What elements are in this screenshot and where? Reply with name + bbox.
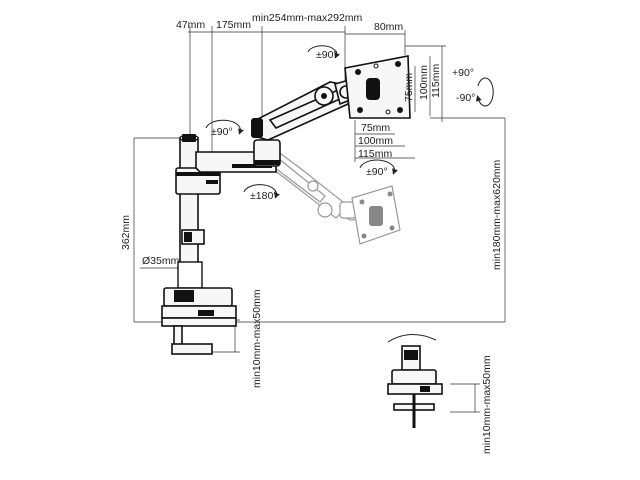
- label-total-height: 362mm: [120, 215, 132, 250]
- label-vesa-v-115: 115mm: [430, 64, 442, 98]
- label-clamp-offset: 47mm: [176, 19, 205, 31]
- label-vesa-v-75: 75mm: [403, 73, 415, 102]
- label-head-swivel: ±90°: [366, 166, 388, 178]
- label-arm-swivel: ±90°: [211, 126, 233, 138]
- label-vesa-v-100: 100mm: [418, 65, 430, 100]
- rotation-labels: ±90° ±90° ±180° ±90° +90° -90°: [211, 49, 475, 202]
- label-vesa-h-75: 75mm: [361, 122, 390, 134]
- label-base-swivel: ±180°: [250, 190, 277, 202]
- label-pole-diameter: Ø35mm: [142, 255, 180, 267]
- label-vesa-h-100: 100mm: [358, 135, 393, 147]
- label-vesa-h-115: 115mm: [358, 148, 392, 160]
- label-reach: min180mm-max620mm: [491, 159, 503, 270]
- upper-gas-arm: [251, 76, 361, 141]
- lower-swivel-arm: [175, 139, 281, 195]
- vesa-plate-icon: [344, 55, 411, 119]
- label-tilt-down: -90°: [456, 92, 475, 104]
- grommet-mount-icon: [387, 334, 443, 428]
- rotation-arrow-icon: [205, 45, 494, 199]
- label-pole-offset: 175mm: [216, 19, 251, 31]
- label-tilt-up: +90°: [452, 67, 474, 79]
- desk-clamp-icon: [161, 261, 237, 355]
- dimension-labels: 47mm 175mm min254mm-max292mm 80mm 362mm …: [120, 12, 503, 454]
- label-grommet-thickness: min10mm-max50mm: [481, 355, 493, 454]
- label-head-depth: 80mm: [374, 21, 403, 33]
- label-clamp-thickness: min10mm-max50mm: [251, 289, 263, 388]
- label-tilt-top: ±90°: [316, 49, 338, 61]
- label-arm-length: min254mm-max292mm: [252, 12, 363, 24]
